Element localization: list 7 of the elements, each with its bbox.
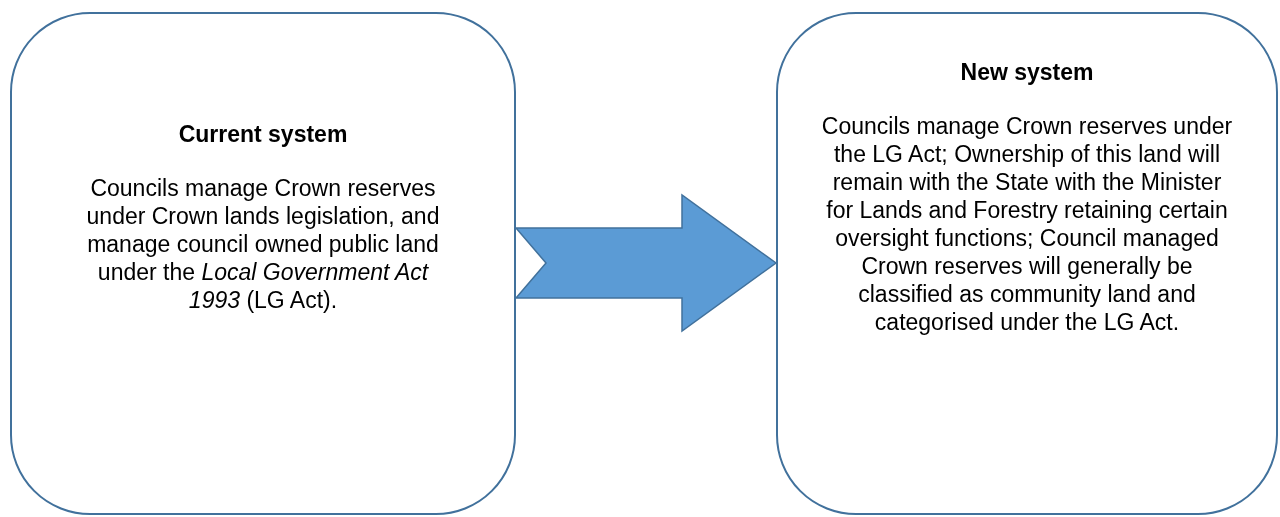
rounded-box bbox=[776, 12, 1278, 515]
block-arrow bbox=[514, 193, 778, 333]
box-text: Councils manage Crown reserves under the LG Act; Ownership of this land will remain with the State with the Minister for Lands and Forestry retaining certain oversight functions; Council managed Crown reserves will generally be classified as community land and categorised under the LG Act. bbox=[820, 112, 1234, 336]
box-text: Councils manage Crown reserves under Crown lands legislation, and manage council owned public land under the Local Government Act 1993 (LG Act). bbox=[85, 174, 441, 314]
rounded-box bbox=[10, 12, 516, 515]
box-heading: New system bbox=[960, 58, 1094, 86]
box-heading: Current system bbox=[178, 120, 348, 148]
